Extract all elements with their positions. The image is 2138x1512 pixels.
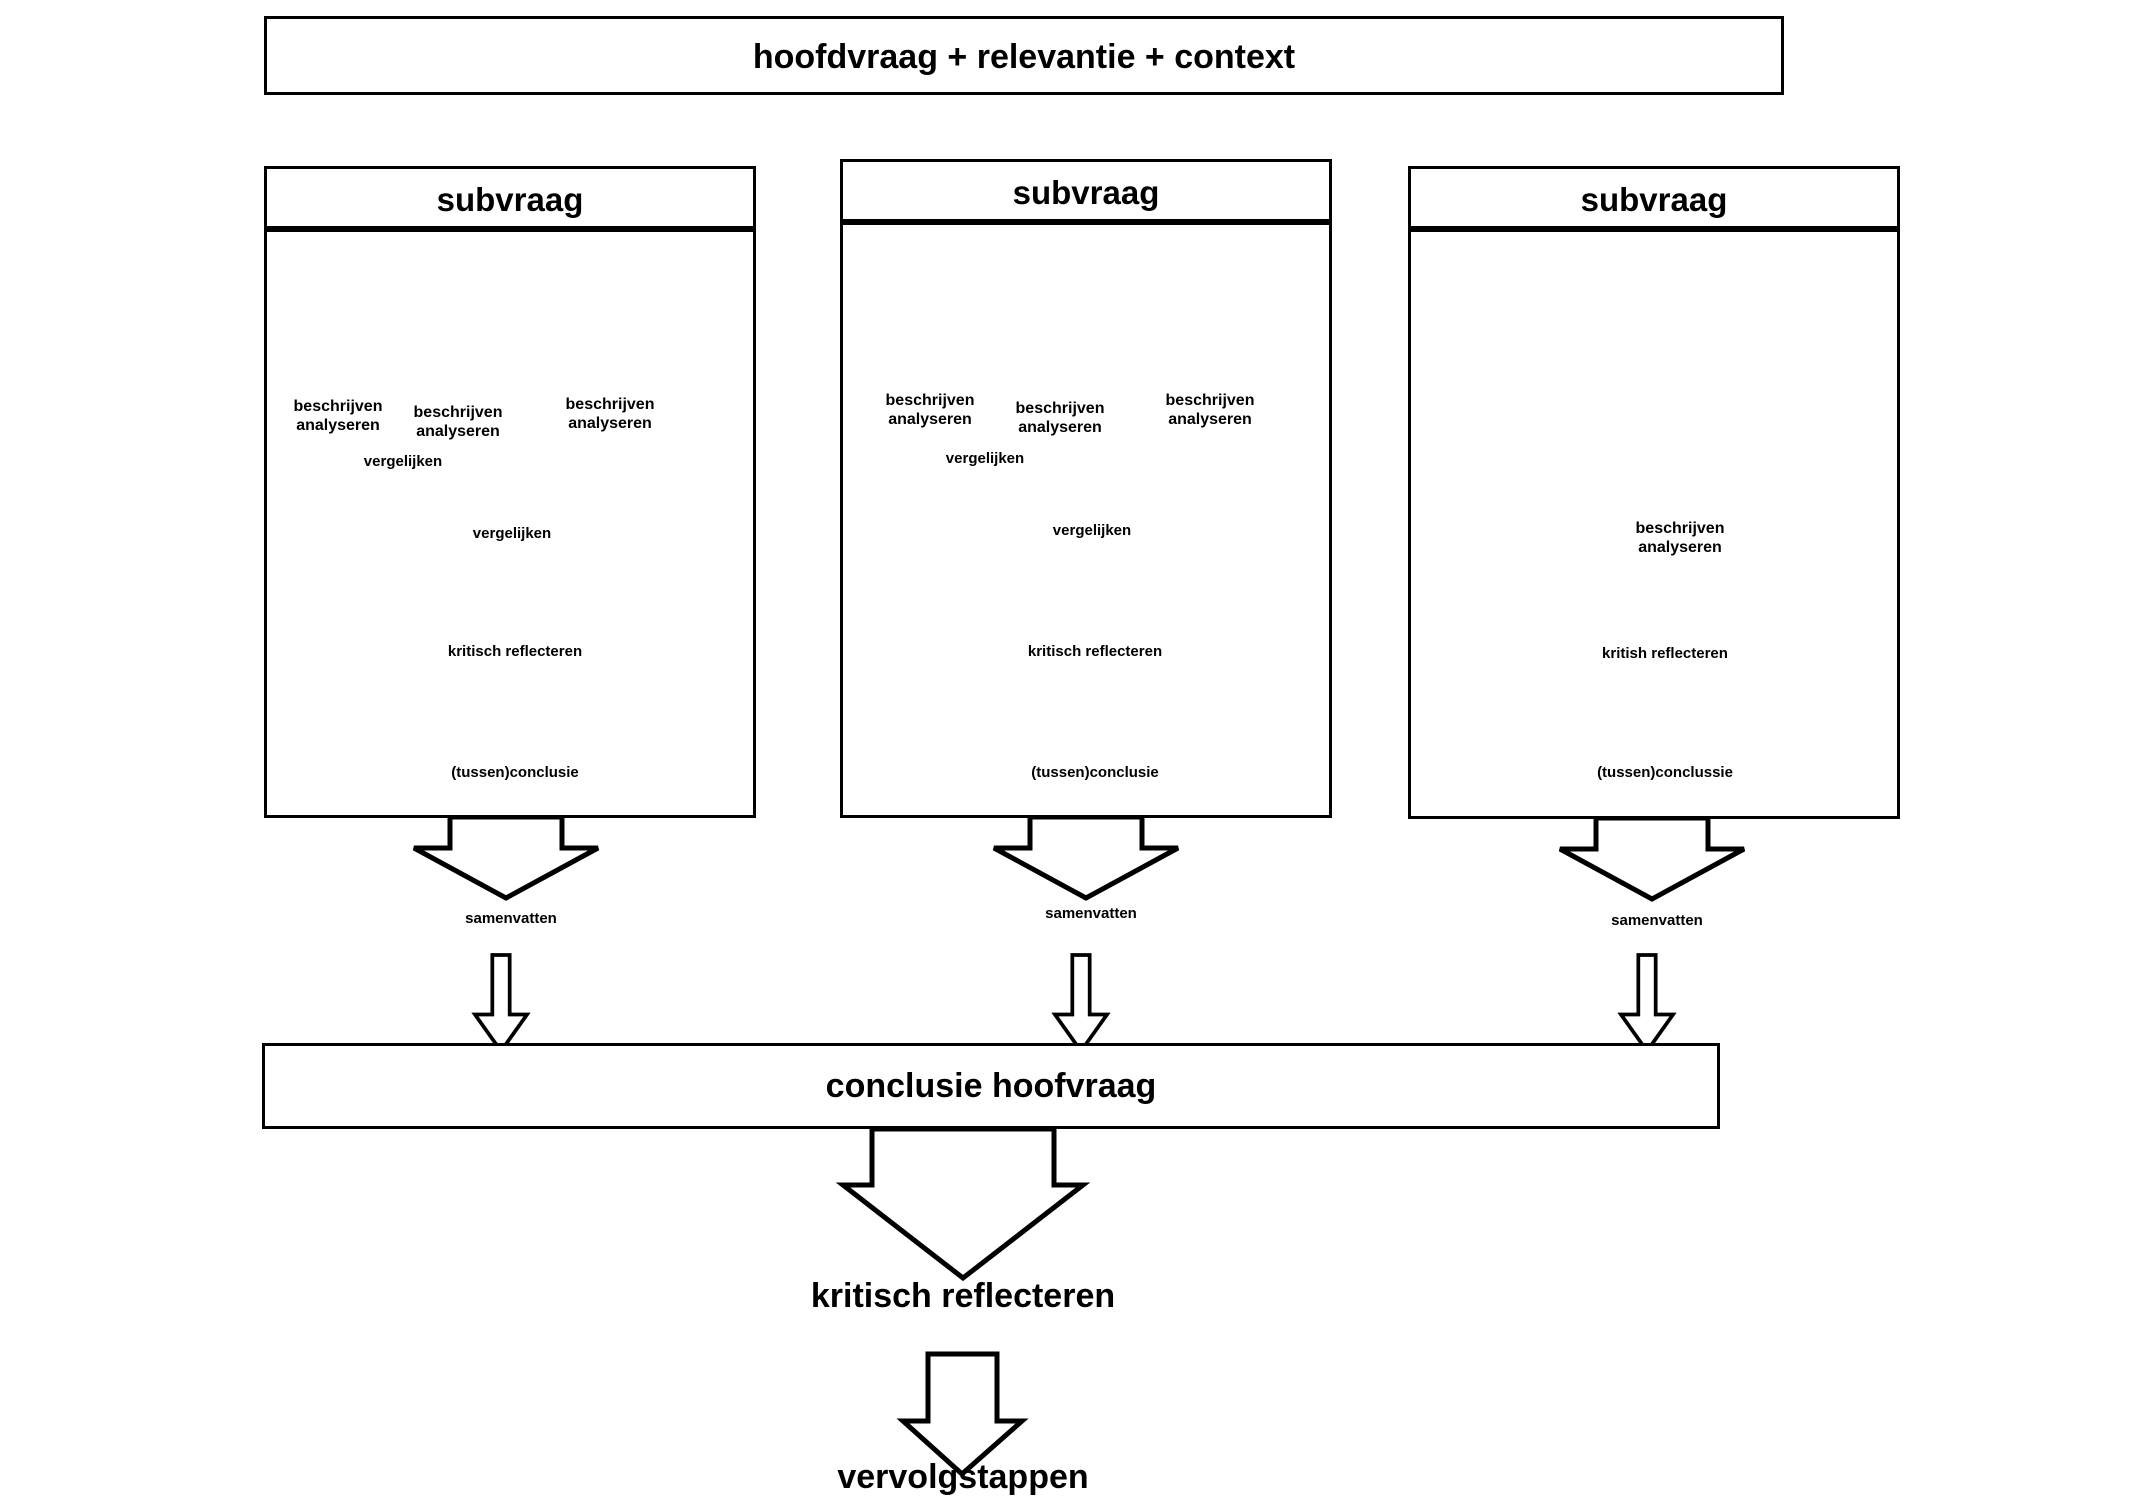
final-label-vervolgstappen: vervolgstappen	[837, 1458, 1089, 1496]
col3-arrow-summarize-wide	[1558, 815, 1746, 902]
conclusion-box-label: conclusie hoofvraag	[825, 1067, 1157, 1105]
col2-arrow-to-conclusion-box	[1053, 953, 1109, 1053]
col3-describe-1-line2: analyseren	[1638, 538, 1722, 556]
conclusion-box	[262, 1043, 1720, 1129]
col1-label-describe-1: beschrijven analyseren	[258, 398, 418, 436]
arrow-conclusion-to-reflect	[835, 1126, 1091, 1282]
col1-describe-2-line1: beschrijven	[413, 404, 503, 421]
top-box	[264, 16, 1784, 95]
col2-label-describe-3: beschrijven analyseren	[1130, 392, 1290, 430]
col2-label-describe-1: beschrijven analyseren	[850, 392, 1010, 430]
col1-describe-2-line2: analyseren	[416, 422, 500, 440]
col3-arrow-to-conclusion-box	[1619, 953, 1675, 1053]
column-3-header-box	[1408, 166, 1900, 229]
col2-label-compare-pair: vergelijken	[945, 450, 1025, 467]
column-1-body-box	[264, 229, 756, 818]
column-2-body-box	[840, 222, 1332, 818]
column-3-header-label: subvraag	[1580, 181, 1728, 218]
col3-describe-1-line1: beschrijven	[1635, 520, 1725, 537]
column-1-header-box	[264, 166, 756, 229]
col1-describe-1-line2: analyseren	[296, 416, 380, 434]
col2-describe-1-line1: beschrijven	[885, 392, 975, 409]
col2-describe-3-line1: beschrijven	[1165, 392, 1255, 409]
col2-describe-2-line2: analyseren	[1018, 418, 1102, 436]
col2-describe-1-line2: analyseren	[888, 410, 972, 428]
col1-label-summarize: samenvatten	[465, 910, 557, 927]
col2-label-reflect: kritisch reflecteren	[1027, 643, 1163, 660]
column-1-header-label: subvraag	[436, 181, 584, 218]
col2-label-summarize: samenvatten	[1045, 905, 1137, 922]
col2-describe-2-line1: beschrijven	[1015, 400, 1105, 417]
final-label-kritisch-reflecteren: kritisch reflecteren	[810, 1277, 1116, 1315]
column-3-body-box	[1408, 229, 1900, 819]
col3-label-conclusion: (tussen)conclussie	[1597, 764, 1733, 781]
top-box-label: hoofdvraag + relevantie + context	[752, 38, 1296, 76]
col1-describe-1-line1: beschrijven	[293, 398, 383, 415]
col1-describe-3-line2: analyseren	[568, 414, 652, 432]
col1-label-reflect: kritisch reflecteren	[447, 643, 583, 660]
col3-label-describe-1: beschrijven analyseren	[1600, 520, 1760, 558]
col2-label-compare-all: vergelijken	[1052, 522, 1132, 539]
col3-label-summarize: samenvatten	[1611, 912, 1703, 929]
col1-describe-3-line1: beschrijven	[565, 396, 655, 413]
col1-arrow-to-conclusion-box	[473, 953, 529, 1053]
col3-label-reflect: kritish reflecteren	[1602, 645, 1728, 662]
col2-label-describe-2: beschrijven analyseren	[980, 400, 1140, 438]
col2-label-conclusion: (tussen)conclusie	[1031, 764, 1159, 781]
col1-label-describe-2: beschrijven analyseren	[378, 404, 538, 442]
col1-label-describe-3: beschrijven analyseren	[530, 396, 690, 434]
col1-arrow-summarize-wide	[412, 814, 600, 901]
col1-label-conclusion: (tussen)conclusie	[451, 764, 579, 781]
col1-label-compare-pair: vergelijken	[363, 453, 443, 470]
col2-describe-3-line2: analyseren	[1168, 410, 1252, 428]
col2-arrow-summarize-wide	[992, 814, 1180, 901]
column-2-header-label: subvraag	[1012, 174, 1160, 211]
arrow-reflect-to-nextsteps	[896, 1351, 1029, 1478]
col1-label-compare-all: vergelijken	[472, 525, 552, 542]
column-2-header-box	[840, 159, 1332, 222]
